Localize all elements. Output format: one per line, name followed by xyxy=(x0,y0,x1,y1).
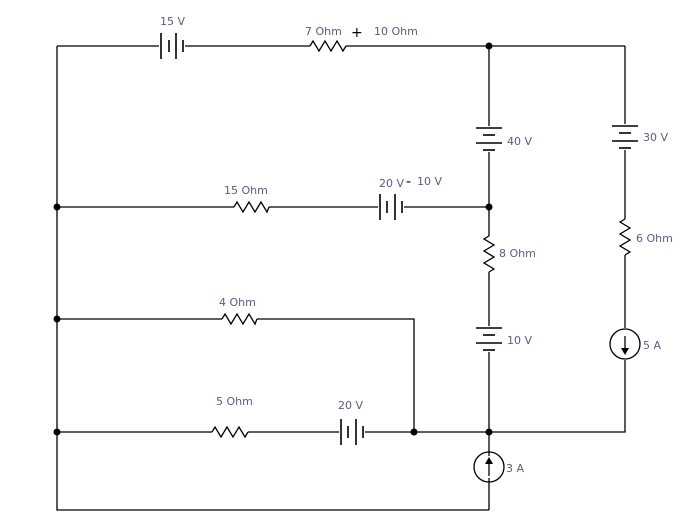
junction-dot xyxy=(53,428,61,436)
junction-dot xyxy=(485,42,493,50)
battery-15v xyxy=(160,33,184,59)
battery-40v xyxy=(476,127,502,151)
junction-dot xyxy=(485,428,493,436)
label-minus-sign: - xyxy=(406,174,411,190)
label-current-source-3a: 3 A xyxy=(506,462,524,475)
branch-4ohm-wire xyxy=(57,318,415,432)
resistor-7-10ohm xyxy=(309,39,347,53)
right-column-wire xyxy=(489,46,626,433)
left-wire xyxy=(56,46,489,511)
battery-30v xyxy=(612,125,638,149)
current-source-5a xyxy=(609,328,641,360)
resistor-4ohm xyxy=(221,312,258,326)
label-battery-20v: 20 V xyxy=(379,177,404,190)
label-battery-30v: 30 V xyxy=(643,131,668,144)
junction-dot xyxy=(53,203,61,211)
junction-dot xyxy=(410,428,418,436)
resistor-6ohm xyxy=(618,218,632,256)
label-resistor-15ohm: 15 Ohm xyxy=(224,184,268,197)
label-current-source-5a: 5 A xyxy=(643,339,661,352)
label-battery-10v: 10 V xyxy=(507,334,532,347)
resistor-15ohm xyxy=(233,200,270,214)
junction-dot xyxy=(485,203,493,211)
label-resistor-5ohm: 5 Ohm xyxy=(216,395,253,408)
wires xyxy=(56,45,626,511)
battery-20v-bottom xyxy=(340,419,364,445)
junction-dot xyxy=(53,315,61,323)
label-resistor-6ohm: 6 Ohm xyxy=(636,232,673,245)
junction-dots xyxy=(53,42,493,436)
battery-20v-10v xyxy=(379,194,403,220)
label-battery-15v: 15 V xyxy=(160,15,185,28)
current-source-3a xyxy=(473,451,505,483)
resistor-8ohm xyxy=(482,235,496,273)
label-resistor-7ohm: 7 Ohm xyxy=(305,25,342,38)
label-resistor-10ohm: 10 Ohm xyxy=(374,25,418,38)
label-resistor-4ohm: 4 Ohm xyxy=(219,296,256,309)
resistor-5ohm xyxy=(211,425,249,439)
label-resistor-8ohm: 8 Ohm xyxy=(499,247,536,260)
label-battery-10v-mid: 10 V xyxy=(417,175,442,188)
label-battery-20v-bottom: 20 V xyxy=(338,399,363,412)
label-battery-40v: 40 V xyxy=(507,135,532,148)
label-plus-sign: + xyxy=(351,25,363,41)
battery-10v xyxy=(476,327,502,351)
